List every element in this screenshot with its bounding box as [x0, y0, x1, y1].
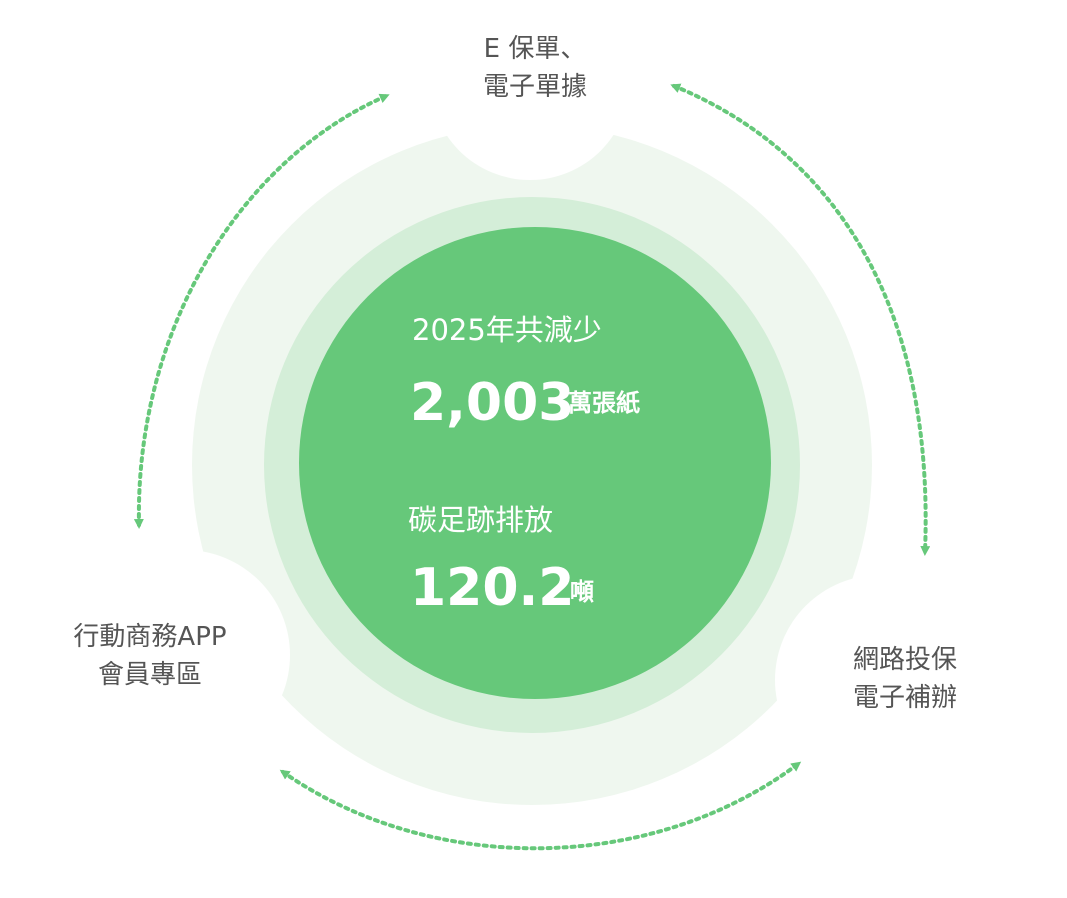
- node-e-policy: E 保單、 電子單據: [420, 30, 650, 106]
- node-online-insurance-line1: 網路投保: [852, 645, 957, 675]
- node-e-policy-line2: 電子單據: [482, 72, 587, 102]
- node-mobile-app: 行動商務APP 會員專區: [40, 618, 260, 694]
- carbon-footprint-unit: 噸: [570, 578, 594, 606]
- node-mobile-app-line1: 行動商務APP: [73, 622, 227, 652]
- center-circle: [299, 227, 771, 699]
- node-mobile-app-line2: 會員專區: [97, 660, 202, 690]
- node-online-insurance: 網路投保 電子補辦: [790, 641, 1020, 717]
- paper-saved-value: 2,003: [410, 373, 575, 433]
- arrow-bottom: [279, 761, 802, 851]
- node-online-insurance-line2: 電子補辦: [852, 683, 957, 713]
- arrow-top-left: [133, 93, 390, 529]
- arrow-top-right: [670, 83, 931, 556]
- node-e-policy-line1: E 保單、: [483, 34, 587, 64]
- carbon-footprint-caption: 碳足跡排放: [408, 503, 554, 537]
- carbon-footprint-value: 120.2: [410, 558, 575, 618]
- paper-saved-unit: 萬張紙: [568, 389, 640, 417]
- paper-saved-caption: 2025年共減少: [412, 313, 602, 347]
